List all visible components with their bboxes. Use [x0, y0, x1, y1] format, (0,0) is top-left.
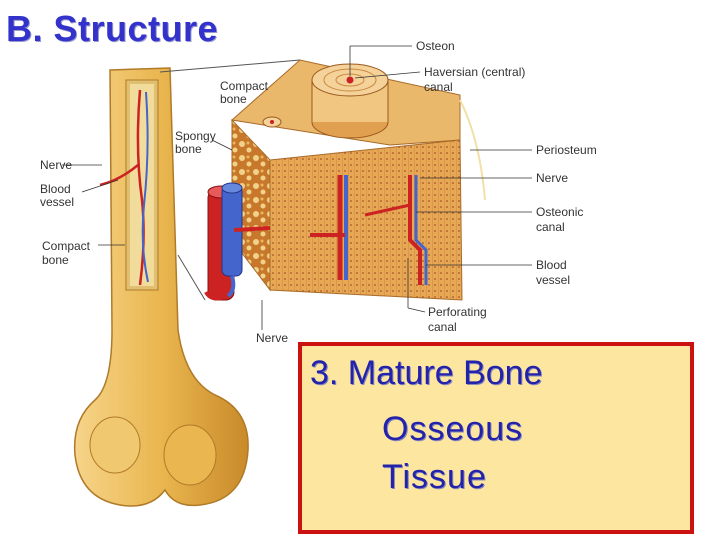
label-blood-vessel-left-2: vessel [40, 195, 74, 209]
long-bone [73, 67, 249, 507]
mature-bone-callout: 3. Mature Bone Osseous Tissue [298, 342, 694, 534]
label-perforating-canal-2: canal [428, 320, 457, 334]
label-periosteum: Periosteum [536, 143, 597, 157]
label-nerve-bottom: Nerve [256, 331, 288, 345]
leader-lines [62, 45, 532, 330]
label-haversian-canal-2: canal [424, 80, 453, 94]
label-osteonic-canal-1: Osteonic [536, 205, 583, 219]
label-nerve-left: Nerve [40, 158, 72, 172]
callout-line-osseous: Osseous [382, 410, 524, 448]
label-spongy-bone-1: Spongy [175, 129, 216, 143]
label-osteon: Osteon [416, 39, 455, 53]
label-nerve-right: Nerve [536, 171, 568, 185]
callout-line-tissue: Tissue [382, 458, 487, 496]
label-osteonic-canal-2: canal [536, 220, 565, 234]
callout-heading: 3. Mature Bone [310, 354, 543, 392]
label-compact-bone-top-1: Compact [220, 79, 269, 93]
label-perforating-canal-1: Perforating [428, 305, 487, 319]
label-compact-bone-left-2: bone [42, 253, 69, 267]
label-spongy-bone-2: bone [175, 142, 202, 156]
label-compact-bone-left-1: Compact [42, 239, 91, 253]
label-compact-bone-top-2: bone [220, 92, 247, 106]
label-blood-vessel-right-1: Blood [536, 258, 567, 272]
label-haversian-canal-1: Haversian (central) [424, 65, 525, 79]
diagram-labels: Osteon Haversian (central) canal Compact… [40, 39, 597, 345]
slide-title: B. Structure [6, 8, 219, 49]
label-blood-vessel-right-2: vessel [536, 273, 570, 287]
label-blood-vessel-left-1: Blood [40, 182, 71, 196]
external-vessels [204, 182, 271, 301]
compact-bone-block [230, 59, 486, 301]
